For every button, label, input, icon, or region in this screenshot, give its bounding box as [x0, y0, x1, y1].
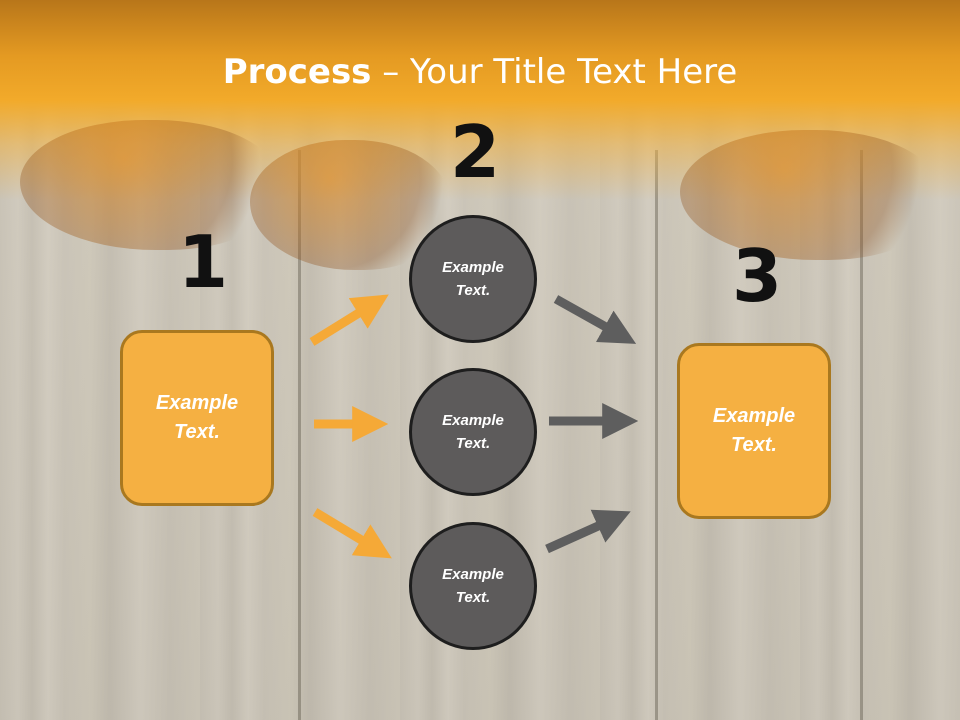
orange-arrow-down — [312, 508, 392, 559]
title-bold: Process — [222, 52, 372, 92]
orange-arrow-up — [309, 294, 389, 346]
plank-seam — [298, 150, 301, 720]
step-number-1: 1 — [178, 220, 229, 304]
title-rest: – Your Title Text Here — [371, 52, 738, 92]
slide-title: Process – Your Title Text Here — [0, 52, 960, 92]
plank-seam — [655, 150, 658, 720]
leaf-decor — [680, 130, 940, 260]
gray-arrow-down — [553, 295, 637, 344]
pumpkin-decor — [20, 120, 280, 250]
step-number-2: 2 — [450, 110, 501, 194]
plank-seam — [860, 150, 863, 720]
step-number-3: 3 — [732, 234, 783, 318]
gray-arrow-up — [545, 509, 631, 554]
